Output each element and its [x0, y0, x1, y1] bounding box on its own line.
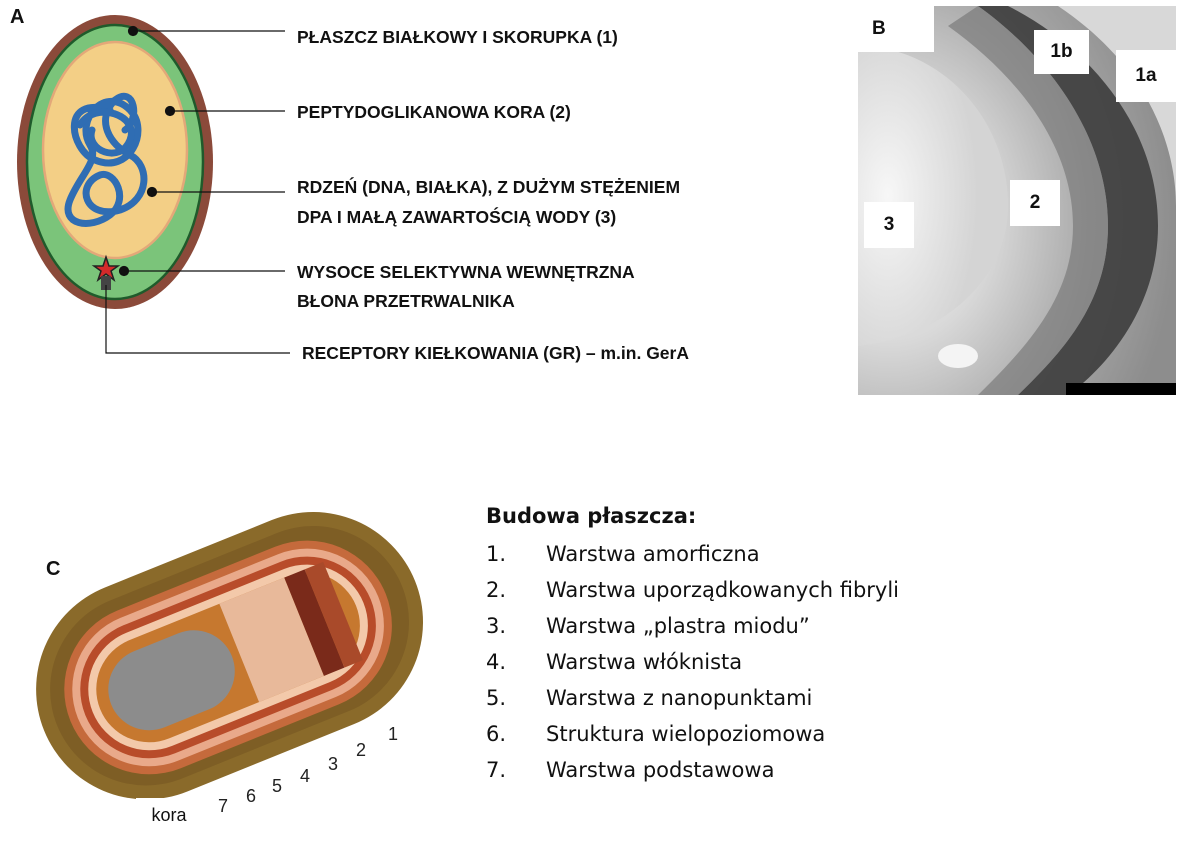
- legend-item: 2.Warstwa uporządkowanych fibryli: [486, 572, 926, 608]
- coat-structure-panel: C 1 2 3 4 5 6 7 kora: [10, 478, 438, 838]
- kora-label-box: kora: [136, 798, 202, 832]
- tag-3: 3: [864, 202, 914, 248]
- legend-item: 6.Struktura wielopoziomowa: [486, 716, 926, 752]
- label-cortex: PEPTYDOGLIKANOWA KORA (2): [297, 97, 571, 127]
- legend-item: 5.Warstwa z nanopunktami: [486, 680, 926, 716]
- legend-item: 4.Warstwa włóknista: [486, 644, 926, 680]
- panel-b-letter: B: [858, 6, 934, 52]
- legend-item: 3.Warstwa „plastra miodu”: [486, 608, 926, 644]
- coat-cutaway: [10, 478, 438, 838]
- legend-title: Budowa płaszcza:: [486, 504, 926, 528]
- coat-num-5: 5: [272, 776, 282, 797]
- tag-2: 2: [1010, 180, 1060, 226]
- label-core-line1: RDZEŃ (DNA, BIAŁKA), Z DUŻYM STĘŻENIEM: [297, 173, 680, 202]
- kora-label: kora: [151, 805, 186, 826]
- tag-1a: 1a: [1116, 50, 1176, 102]
- coat-num-1: 1: [388, 724, 398, 745]
- micrograph-panel: B 1b 1a 2 3: [858, 6, 1176, 395]
- coat-num-3: 3: [328, 754, 338, 775]
- coat-num-6: 6: [246, 786, 256, 807]
- coat-num-7: 7: [218, 796, 228, 817]
- legend-item: 1.Warstwa amorficzna: [486, 536, 926, 572]
- panel-c-letter: C: [46, 558, 60, 581]
- coat-num-2: 2: [356, 740, 366, 761]
- legend-item: 7.Warstwa podstawowa: [486, 752, 926, 788]
- legend-list: 1.Warstwa amorficzna 2.Warstwa uporządko…: [486, 536, 926, 788]
- label-receptors: RECEPTORY KIEŁKOWANIA (GR) – m.in. GerA: [302, 338, 689, 368]
- tag-1b: 1b: [1034, 30, 1089, 74]
- label-coat: PŁASZCZ BIAŁKOWY I SKORUPKA (1): [297, 22, 618, 52]
- label-core-line2: DPA I MAŁĄ ZAWARTOŚCIĄ WODY (3): [297, 203, 616, 232]
- label-membrane-line1: WYSOCE SELEKTYWNA WEWNĘTRZNA: [297, 258, 635, 287]
- label-membrane-line2: BŁONA PRZETRWALNIKA: [297, 287, 515, 316]
- coat-legend: Budowa płaszcza: 1.Warstwa amorficzna 2.…: [486, 504, 926, 788]
- coat-num-4: 4: [300, 766, 310, 787]
